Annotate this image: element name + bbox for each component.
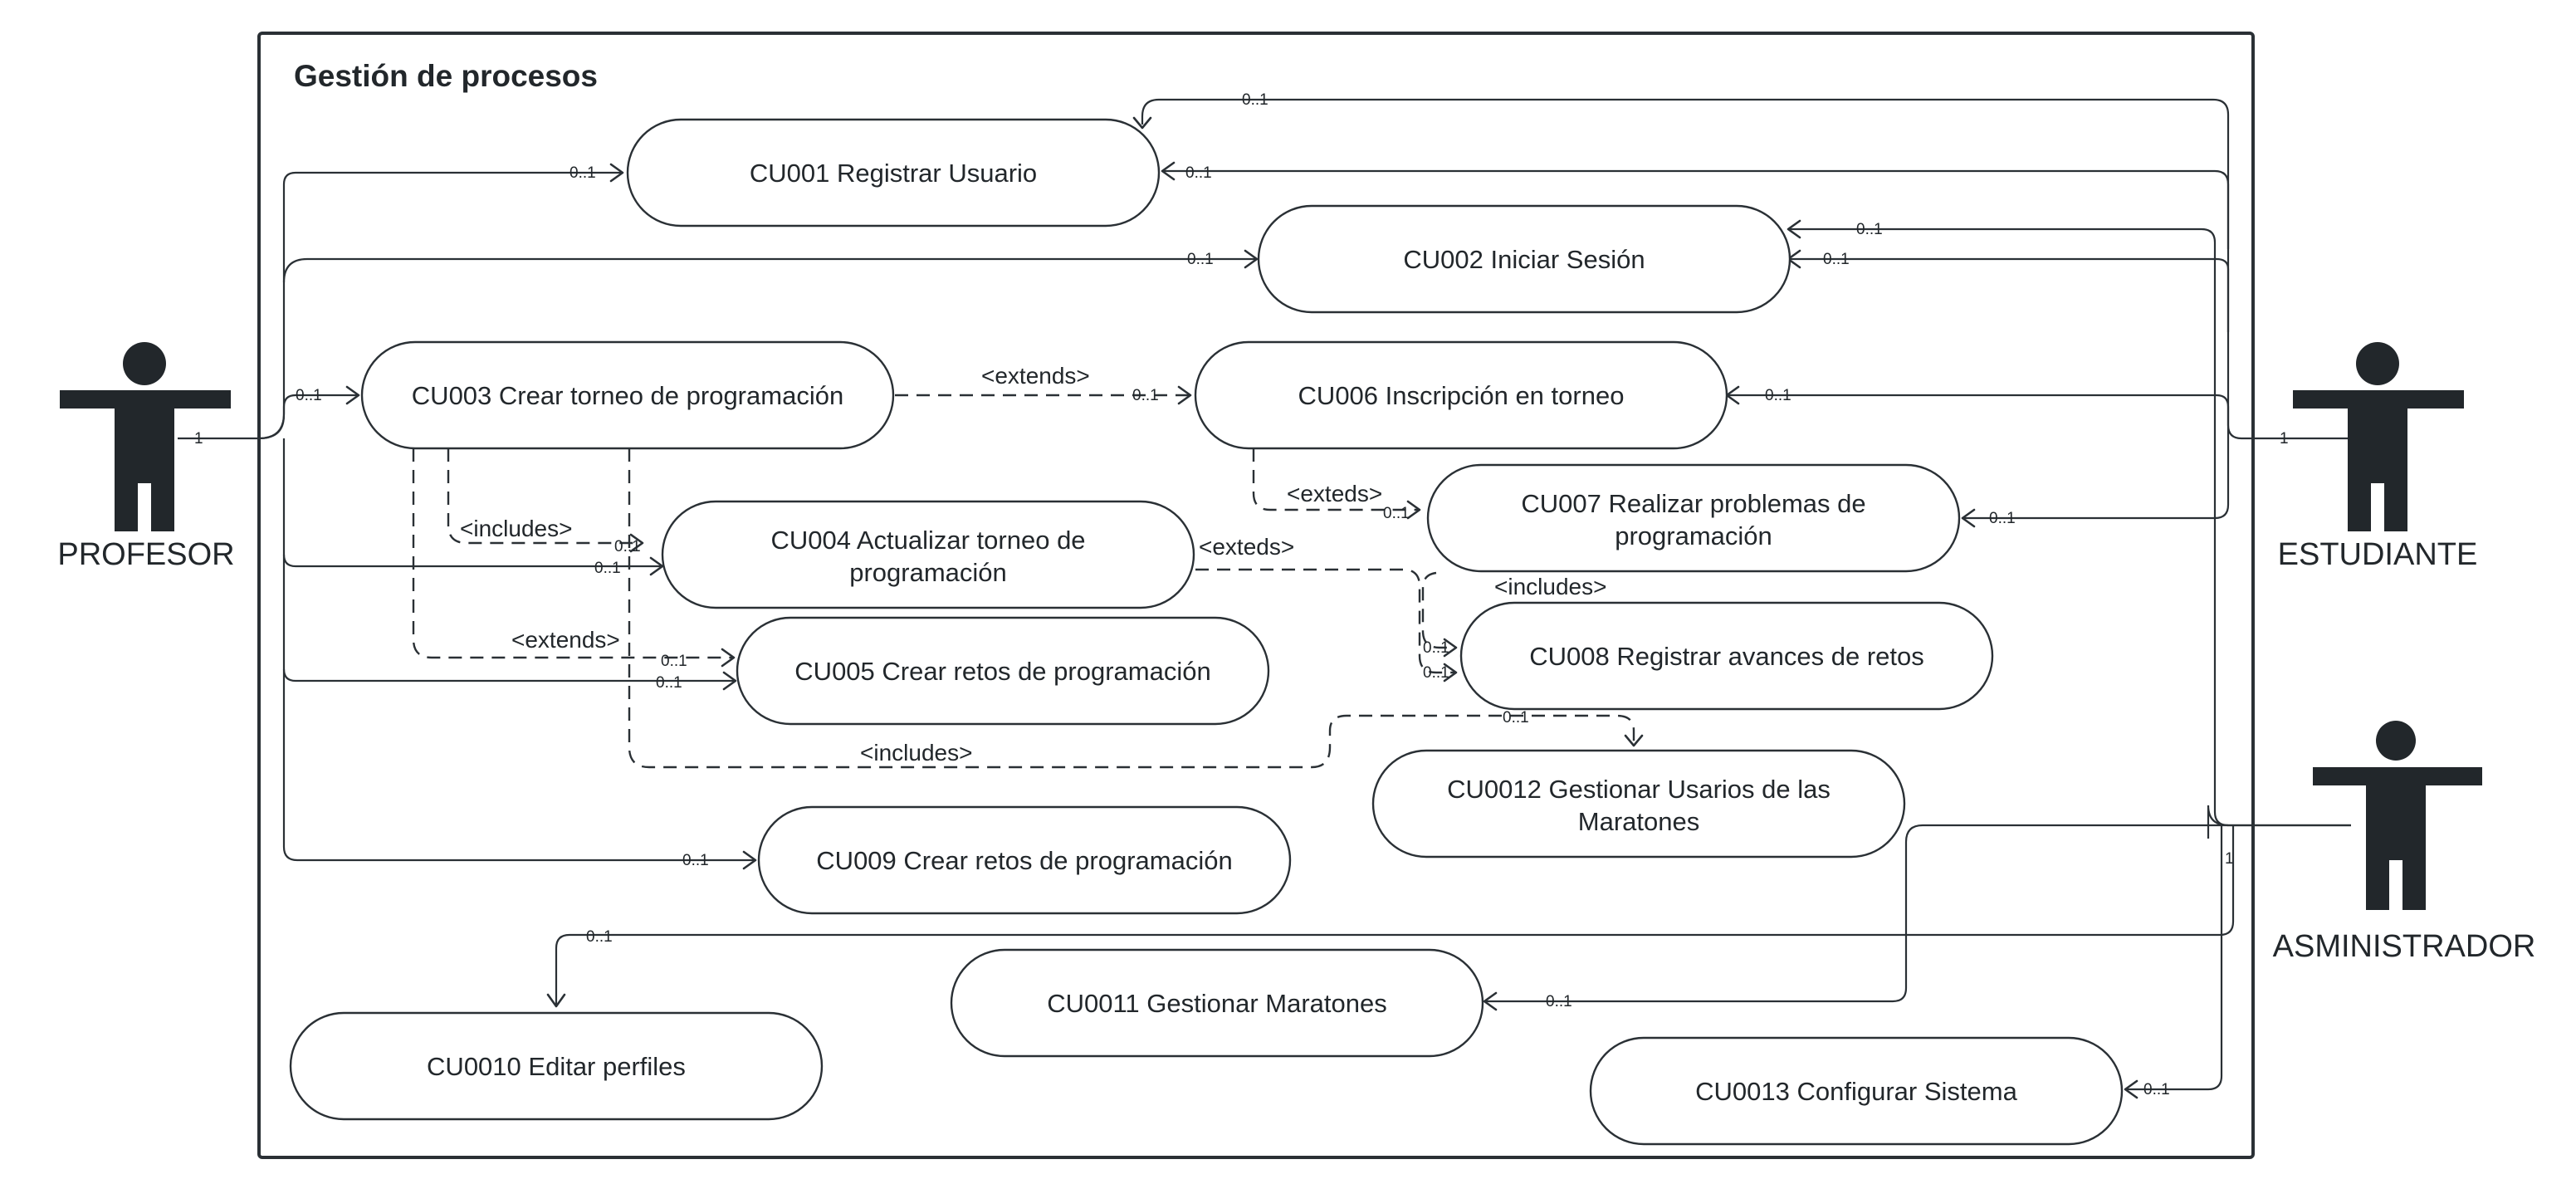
relation-labels: <extends> <includes> <extends> <exteds> … bbox=[460, 363, 1606, 766]
mult-cu004-prof: 0..1 bbox=[594, 560, 621, 577]
cu0013-label: CU0013 Configurar Sistema bbox=[1695, 1077, 2017, 1106]
profesor-associations bbox=[178, 163, 1259, 870]
cu0010-label: CU0010 Editar perfiles bbox=[427, 1052, 686, 1081]
cu003-label: CU003 Crear torneo de programación bbox=[412, 381, 843, 410]
label-includes-7-8: <includes> bbox=[1494, 574, 1606, 599]
mult-cu008-a: 0..1 bbox=[1423, 639, 1449, 657]
mult-cu006-ext: 0..1 bbox=[1132, 387, 1159, 404]
stick-figure-icon bbox=[2293, 342, 2464, 531]
use-case-cu0011[interactable]: CU0011 Gestionar Maratones bbox=[950, 948, 1484, 1058]
cu007-label-line1: CU007 Realizar problemas de bbox=[1521, 489, 1865, 518]
actor-administrador[interactable]: ASMINISTRADOR bbox=[2273, 721, 2536, 964]
use-case-cu0012[interactable]: CU0012 Gestionar Usarios de las Maratone… bbox=[1371, 749, 1906, 859]
use-case-cu001[interactable]: CU001 Registrar Usuario bbox=[626, 118, 1161, 227]
cu009-label: CU009 Crear retos de programación bbox=[816, 846, 1232, 875]
stick-figure-icon bbox=[2313, 721, 2482, 910]
mult-profesor-1: 1 bbox=[194, 430, 203, 448]
use-case-cu008[interactable]: CU008 Registrar avances de retos bbox=[1459, 601, 1994, 711]
use-case-cu009[interactable]: CU009 Crear retos de programación bbox=[757, 805, 1292, 915]
mult-cu0011-adm: 0..1 bbox=[1546, 993, 1572, 1010]
mult-cu006-est: 0..1 bbox=[1765, 387, 1791, 404]
system-boundary bbox=[257, 32, 2255, 1159]
use-case-cu004[interactable]: CU004 Actualizar torneo de programación bbox=[661, 500, 1195, 609]
use-case-cu0010[interactable]: CU0010 Editar perfiles bbox=[289, 1011, 824, 1121]
actor-profesor[interactable]: PROFESOR bbox=[57, 342, 235, 572]
cu004-label-line1: CU004 Actualizar torneo de bbox=[770, 526, 1085, 555]
multiplicities: 1 0..1 0..1 0..1 0..1 0..1 0..1 0..1 0..… bbox=[194, 91, 2289, 1098]
mult-cu001-est: 0..1 bbox=[1185, 164, 1212, 182]
use-case-cu003[interactable]: CU003 Crear torneo de programación bbox=[360, 340, 895, 450]
mult-cu004-inc: 0..1 bbox=[614, 538, 641, 555]
actor-estudiante-label: ESTUDIANTE bbox=[2278, 537, 2478, 572]
cu0012-label-line2: Maratones bbox=[1578, 807, 1699, 836]
mult-cu008-b: 0..1 bbox=[1423, 664, 1449, 682]
cu004-label-line2: programación bbox=[849, 558, 1007, 587]
label-includes-3-4: <includes> bbox=[460, 516, 572, 541]
use-case-cu007[interactable]: CU007 Realizar problemas de programación bbox=[1426, 463, 1961, 573]
label-exteds-6-7: <exteds> bbox=[1287, 481, 1382, 506]
cu008-label: CU008 Registrar avances de retos bbox=[1529, 642, 1924, 671]
cu002-label: CU002 Iniciar Sesión bbox=[1403, 245, 1645, 274]
label-extends-3-6: <extends> bbox=[981, 363, 1090, 389]
mult-cu0013-adm: 0..1 bbox=[2143, 1081, 2170, 1098]
use-case-cu0013[interactable]: CU0013 Configurar Sistema bbox=[1589, 1036, 2124, 1146]
cu007-label-line2: programación bbox=[1615, 521, 1772, 550]
mult-cu002-prof: 0..1 bbox=[1187, 251, 1214, 268]
use-case-cu005[interactable]: CU005 Crear retos de programación bbox=[736, 616, 1270, 726]
actor-estudiante[interactable]: ESTUDIANTE bbox=[2278, 342, 2478, 572]
label-includes-3-12: <includes> bbox=[860, 740, 972, 766]
mult-cu003-prof: 0..1 bbox=[296, 387, 322, 404]
mult-cu009-prof: 0..1 bbox=[682, 852, 709, 869]
mult-cu002-est: 0..1 bbox=[1823, 251, 1850, 268]
cu006-label: CU006 Inscripción en torneo bbox=[1298, 381, 1625, 410]
system-title: Gestión de procesos bbox=[294, 59, 598, 93]
mult-administrador-1: 1 bbox=[2225, 850, 2234, 868]
dependencies bbox=[412, 385, 1644, 769]
mult-cu007-ext: 0..1 bbox=[1383, 505, 1410, 522]
cu0011-label: CU0011 Gestionar Maratones bbox=[1047, 989, 1387, 1018]
actor-administrador-label: ASMINISTRADOR bbox=[2273, 929, 2536, 964]
label-extends-3-5: <extends> bbox=[511, 627, 620, 653]
mult-cu002-adm: 0..1 bbox=[1856, 221, 1883, 238]
mult-cu007-est: 0..1 bbox=[1989, 510, 2016, 527]
label-exteds-4-8: <exteds> bbox=[1199, 534, 1294, 560]
mult-estudiante-1: 1 bbox=[2280, 430, 2289, 448]
use-case-cu006[interactable]: CU006 Inscripción en torneo bbox=[1194, 340, 1728, 450]
cu001-label: CU001 Registrar Usuario bbox=[750, 159, 1037, 188]
use-case-cu002[interactable]: CU002 Iniciar Sesión bbox=[1257, 204, 1791, 314]
mult-cu001-prof: 0..1 bbox=[569, 164, 596, 182]
stick-figure-icon bbox=[60, 342, 231, 531]
mult-cu005-ext: 0..1 bbox=[661, 653, 687, 670]
cu005-label: CU005 Crear retos de programación bbox=[794, 657, 1210, 686]
mult-cu0012-inc: 0..1 bbox=[1503, 709, 1529, 726]
actor-profesor-label: PROFESOR bbox=[57, 537, 234, 572]
mult-cu0010-adm: 0..1 bbox=[586, 928, 613, 946]
mult-cu005-prof: 0..1 bbox=[656, 674, 682, 692]
mult-cu001-top: 0..1 bbox=[1242, 91, 1268, 109]
cu0012-label-line1: CU0012 Gestionar Usarios de las bbox=[1447, 775, 1831, 804]
administrador-associations bbox=[546, 219, 2351, 1099]
